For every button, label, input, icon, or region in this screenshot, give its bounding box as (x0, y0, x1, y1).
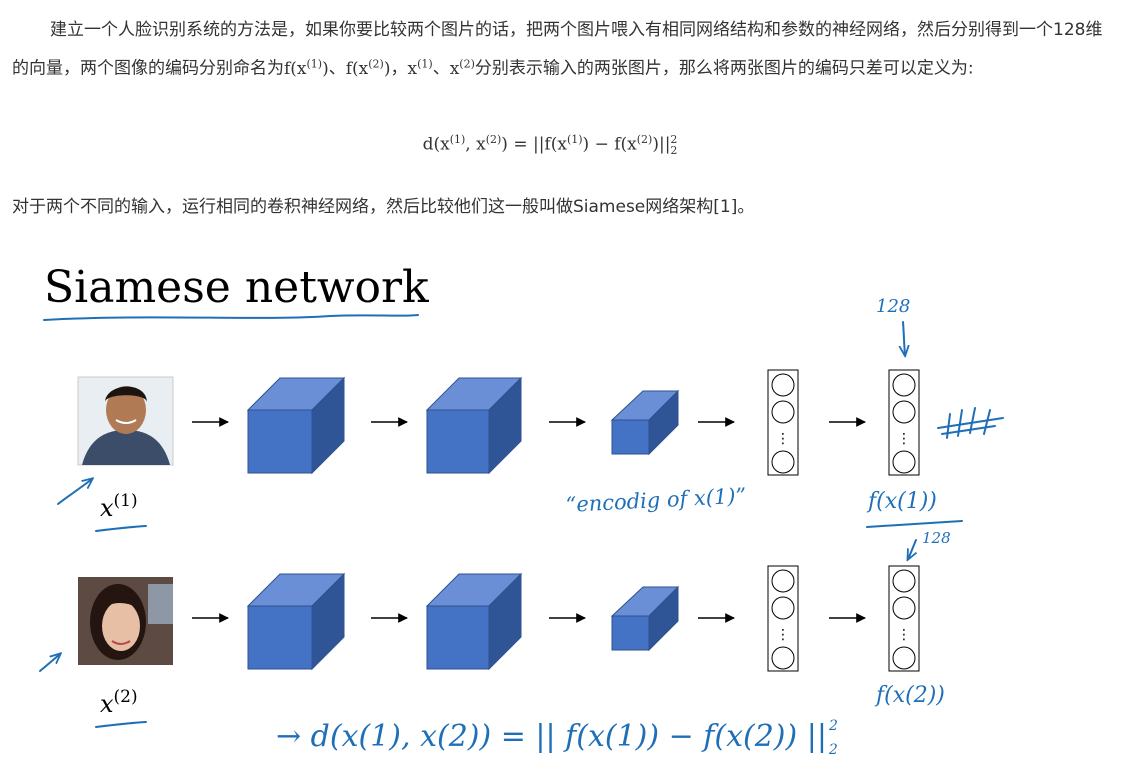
handwritten-crossed-lines (937, 407, 1004, 439)
separator: 、 (328, 58, 346, 79)
handwritten-underline-fx1 (866, 520, 963, 528)
face-photo-1 (77, 376, 174, 466)
network-row-1: ⋮ ⋮ (77, 369, 920, 476)
separator: 、 (432, 58, 450, 79)
handwritten-encoding-label: “encodig of x(1)” (565, 484, 747, 517)
intro-paragraph: 建立一个人脸识别系统的方法是，如果你要比较两个图片的话，把两个图片喂入有相同网络… (12, 14, 1112, 86)
encoding-vector-1: ⋮ (888, 369, 920, 476)
title-underline (43, 314, 419, 321)
encoding-vector-2: ⋮ (888, 565, 920, 672)
underline-x1 (95, 525, 147, 532)
pointer-arrow-2 (39, 654, 60, 672)
svg-text:⋮: ⋮ (776, 627, 790, 643)
siamese-paragraph: 对于两个不同的输入，运行相同的卷积神经网络，然后比较他们这一般叫做Siamese… (12, 197, 755, 217)
conv-volume-1c (610, 389, 680, 456)
pointer-arrow-1 (57, 479, 92, 505)
handwritten-distance-formula: → d(x(1), x(2)) = || f(x(1)) − f(x(2)) |… (276, 718, 838, 758)
figure-title: Siamese network (44, 262, 429, 313)
input-label-x2: x(2) (100, 687, 138, 718)
encoding-f2: f(x(2)) (345, 57, 391, 79)
handwritten-128-top: 128 (876, 296, 910, 317)
conv-volume-1a (246, 376, 346, 475)
handwritten-fx1: f(x(1)) (866, 489, 937, 514)
intro-text-a: 建立一个人脸识别系统的方法是，如果你要比较两个图片的话，把两个图片喂入有相同网络… (12, 20, 1103, 79)
svg-text:⋮: ⋮ (897, 627, 911, 643)
conv-volume-2a (246, 572, 346, 671)
network-row-2: ⋮ ⋮ (78, 565, 920, 672)
conv-volume-2b (425, 572, 523, 671)
input-x1: x(1) (407, 57, 433, 79)
face-photo-2 (78, 577, 173, 665)
handwritten-128-bottom: 128 (922, 529, 951, 547)
handwritten-fx2: f(x(2)) (874, 683, 945, 708)
svg-text:⋮: ⋮ (897, 431, 911, 447)
svg-text:⋮: ⋮ (776, 431, 790, 447)
conv-volume-1b (425, 376, 523, 475)
underline-x2 (95, 721, 147, 728)
separator: ， (390, 58, 408, 79)
handwritten-arrow-down-bottom (908, 539, 916, 559)
input-x2: x(2) (449, 57, 475, 79)
siamese-network-figure: Siamese network (39, 262, 1004, 758)
intro-text-b: 分别表示输入的两张图片，那么将两张图片的编码只差可以定义为: (474, 58, 974, 79)
encoding-f1: f(x(1)) (284, 57, 329, 79)
input-label-x1: x(1) (100, 491, 138, 522)
fc-layer-1: ⋮ (767, 369, 799, 476)
fc-layer-2: ⋮ (767, 565, 799, 672)
handwritten-arrow-down-top (903, 321, 905, 355)
conv-volume-2c (610, 585, 680, 652)
